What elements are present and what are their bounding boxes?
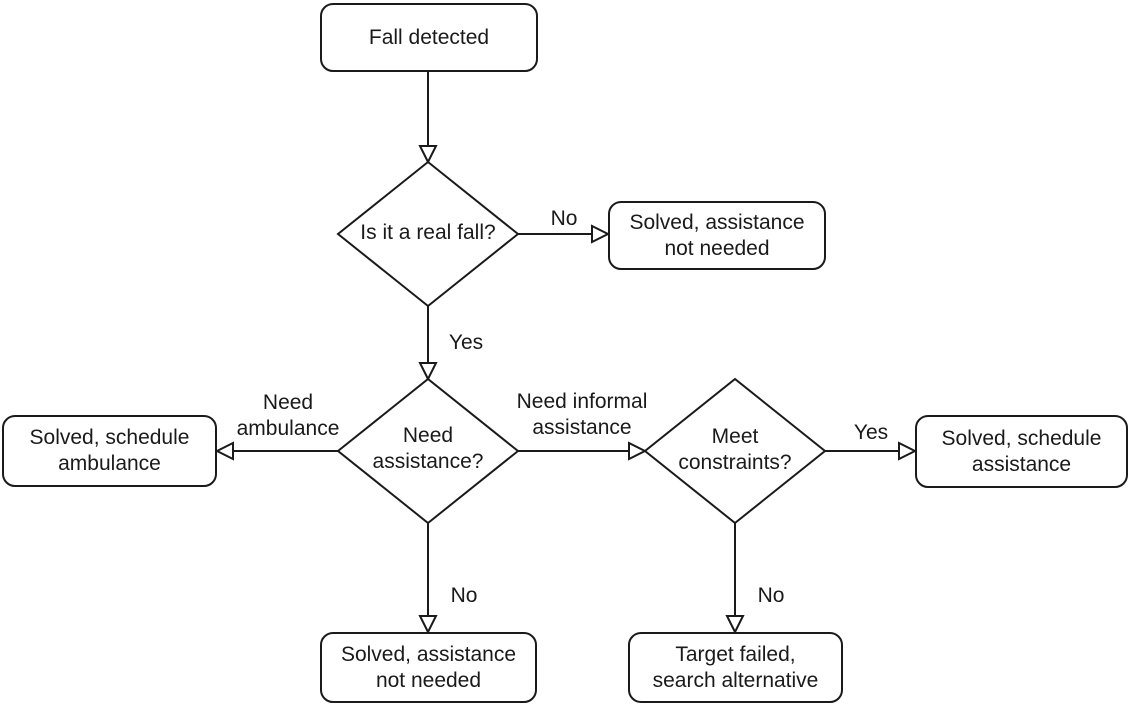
edge-label-no-meet-constraints: No [758, 583, 785, 609]
node-solved-schedule-ambulance: Solved, schedule ambulance [2, 415, 217, 487]
edge-label-line: assistance [532, 416, 632, 439]
node-label-line: ambulance [58, 452, 161, 475]
edge-label-no-real-fall: No [551, 206, 578, 232]
arrow-need-assistance-no [418, 523, 438, 635]
edge-label-need-informal-assistance: Need informal assistance [517, 389, 648, 441]
node-label-line: Is it a real fall? [360, 221, 496, 244]
edge-label-line: No [450, 584, 478, 607]
node-solved-schedule-assistance: Solved, schedule assistance [915, 415, 1128, 488]
edge-label-line: ambulance [236, 417, 340, 440]
node-label-line: Fall detected [368, 25, 490, 49]
node-label-line: Target failed, [675, 642, 796, 666]
arrow-is-real-fall-no [518, 224, 611, 244]
node-label-line: assistance [971, 452, 1072, 476]
arrow-is-real-fall-yes [418, 306, 438, 382]
arrow-fall-detected-to-is-real-fall [418, 72, 438, 165]
node-label-line: constraints? [678, 451, 792, 474]
node-label-line: Solved, schedule [29, 426, 190, 449]
edge-label-line: Yes [448, 331, 484, 354]
node-label-line: Need [402, 424, 454, 447]
decision-diamond-meet-constraints [643, 377, 827, 525]
edge-label-line: Need informal [516, 390, 648, 413]
edge-label-line: Need [262, 391, 314, 414]
arrow-meet-constraints-yes [825, 441, 918, 461]
node-label-line: not needed [375, 668, 482, 692]
edge-label-yes-real-fall: Yes [449, 330, 483, 356]
edge-label-need-ambulance: Need ambulance [237, 390, 340, 442]
decision-label-need-assistance: Need assistance? [373, 423, 484, 475]
decision-label-is-real-fall: Is it a real fall? [360, 220, 495, 246]
arrow-need-informal-assistance [518, 441, 648, 461]
node-fall-detected: Fall detected [320, 3, 538, 72]
decision-label-meet-constraints: Meet constraints? [678, 424, 791, 476]
node-target-failed: Target failed, search alternative [628, 632, 843, 703]
node-label-line: Meet [711, 425, 759, 448]
decision-diamond-need-assistance [336, 377, 520, 525]
edge-label-line: No [550, 207, 578, 230]
node-solved-assistance-not-needed-bottom: Solved, assistance not needed [320, 632, 537, 703]
arrow-need-ambulance [214, 441, 338, 461]
node-label-line: assistance? [372, 450, 484, 473]
edge-label-line: No [757, 584, 785, 607]
node-label-line: Solved, assistance [340, 642, 517, 666]
node-label-line: not needed [664, 236, 770, 260]
node-label-line: search alternative [652, 668, 819, 692]
edge-label-no-need-assistance: No [451, 583, 478, 609]
node-label-line: Solved, schedule [941, 426, 1102, 450]
edge-label-yes-meet-constraints: Yes [854, 420, 888, 446]
node-solved-assistance-not-needed-right: Solved, assistance not needed [608, 201, 826, 270]
arrow-meet-constraints-no [725, 523, 745, 635]
edge-label-line: Yes [853, 421, 889, 444]
node-label-line: Solved, assistance [629, 210, 805, 234]
decision-diamond-is-real-fall [336, 160, 520, 308]
